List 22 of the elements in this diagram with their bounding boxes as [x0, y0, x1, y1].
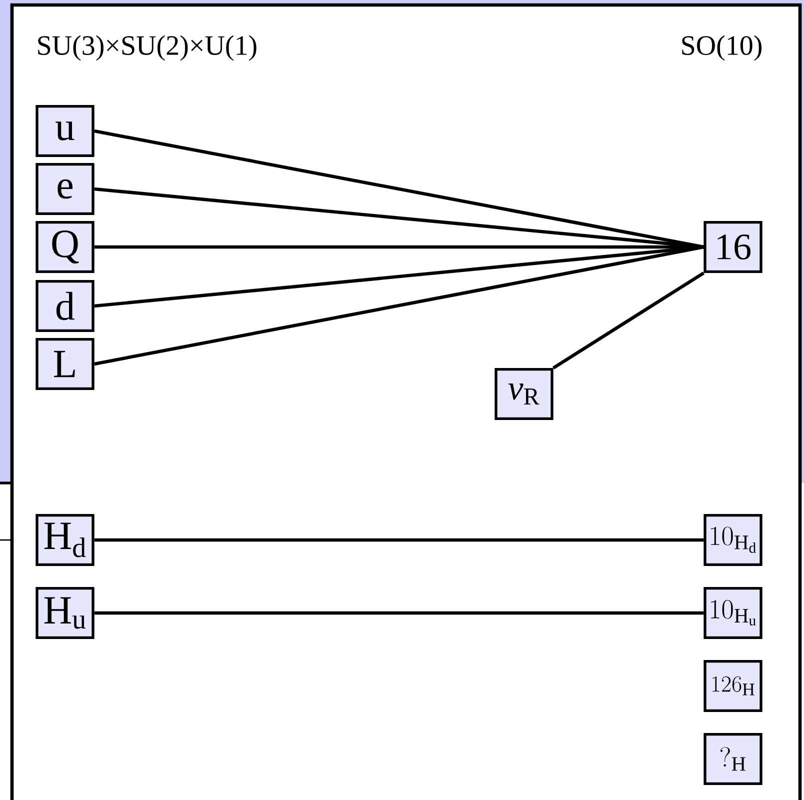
symbol-box: d [36, 280, 94, 332]
symbol-box: e [36, 163, 94, 215]
connector-line [94, 129, 704, 249]
symbol-box: ν$_{R}$ [494, 368, 554, 420]
symbol-box: $10_{\mathrm{H}_{\mathrm{d}}}$ [704, 514, 762, 566]
symbol-box: L [36, 338, 94, 390]
symbol-box: $10_{\mathrm{H}_{\mathrm{u}}}$ [704, 587, 762, 639]
symbol-box: $?_{\mathrm{H}}$ [704, 733, 762, 785]
group-label: SO(10) [682, 35, 762, 61]
symbol-box: $126_{\mathrm{H}}$ [704, 660, 762, 712]
connector-line [94, 538, 704, 542]
connector-line [94, 245, 704, 308]
symbol-box: Q [36, 221, 94, 273]
connector-line [94, 611, 704, 615]
symbol-box: H$_{d}$ [36, 514, 94, 566]
connector-line [94, 245, 704, 366]
symbol-box: 16 [704, 221, 762, 273]
symbol-box: u [36, 105, 94, 157]
connector-line [552, 272, 705, 370]
symbol-box: H$_{u}$ [36, 587, 94, 639]
connector-line [94, 187, 704, 249]
group-label: SU(3)×SU(2)×U(1) [38, 35, 256, 61]
